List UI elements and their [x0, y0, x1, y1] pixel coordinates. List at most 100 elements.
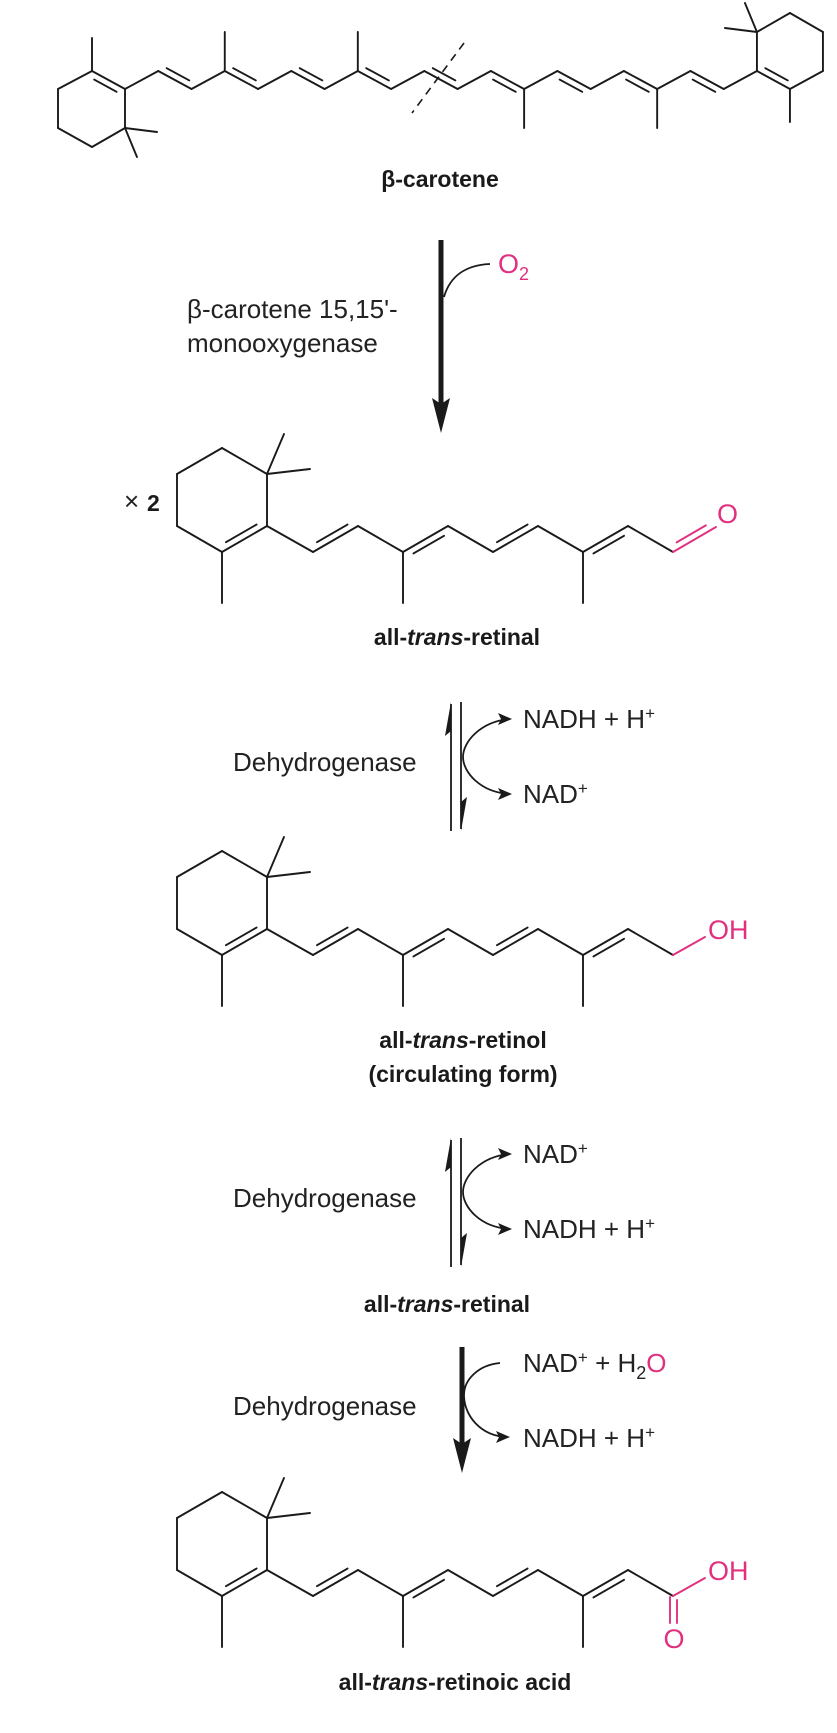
retinol-structure — [176, 836, 706, 1007]
half-arrowhead-icon — [445, 702, 451, 736]
ring-bond — [755, 12, 791, 33]
double-bond-line — [298, 67, 324, 82]
retinol-hydroxyl-atom: OH — [708, 915, 749, 945]
retinol-label-line2: (circulating form) — [368, 1061, 557, 1087]
cosubstrates: NAD+ + H2O — [523, 1348, 667, 1383]
chain-bond — [423, 70, 459, 90]
chain-bond — [582, 1569, 629, 1597]
double-bond-line — [592, 1578, 626, 1599]
chain-bond — [622, 70, 659, 90]
arrowhead-icon — [498, 713, 512, 725]
chain-bond — [627, 525, 674, 553]
ring-bond — [755, 70, 791, 90]
ring-bond — [57, 127, 93, 148]
chain-bond — [312, 525, 359, 553]
double-bond-line — [365, 67, 390, 82]
ring-bond — [176, 1491, 223, 1519]
chain-bond — [627, 1569, 674, 1597]
chain-bond — [357, 1569, 404, 1597]
arrowhead-icon — [498, 1148, 512, 1160]
methyl-bond — [124, 127, 158, 133]
chain-bond — [492, 1569, 539, 1597]
chain-bond — [492, 928, 539, 956]
ring-bond — [221, 447, 268, 475]
methyl-bond — [266, 468, 311, 475]
chain-bond — [523, 70, 559, 90]
ring-bond — [176, 1569, 223, 1597]
ring-bond — [176, 928, 223, 956]
cleavage-dashed-line — [411, 42, 465, 114]
double-bond-line — [315, 523, 349, 544]
double-bond-line — [431, 67, 457, 82]
arrowhead-icon — [432, 398, 450, 433]
double-bond-line — [691, 78, 717, 93]
step-1-cleavage: O2 β-carotene 15,15'- monooxygenase — [187, 240, 529, 433]
double-bond-line — [592, 534, 626, 555]
double-bond-line — [764, 67, 789, 82]
enzyme-label: Dehydrogenase — [233, 747, 417, 777]
arrowhead-icon — [498, 1223, 512, 1235]
step-2-equilibrium: Dehydrogenase NADH + H+ NAD+ — [233, 702, 655, 831]
cofactor-curved-arrow — [463, 1362, 508, 1438]
hydroxyl-bond — [672, 1577, 706, 1597]
chain-bond — [402, 928, 449, 956]
methyl-bond — [124, 127, 138, 158]
chain-bond — [582, 928, 629, 956]
step-4-oxidation: Dehydrogenase NAD+ + H2O NADH + H+ — [233, 1347, 667, 1473]
double-bond-line — [315, 926, 349, 947]
retinal-oxygen-atom: O — [717, 499, 738, 529]
chain-bond — [456, 70, 492, 90]
double-bond-line — [495, 1567, 529, 1588]
multiplier-label: × 2 — [124, 486, 160, 516]
cofactor-curved-arrow — [462, 718, 510, 795]
cofactor-top: NAD+ — [523, 1139, 588, 1169]
ring-bond — [788, 70, 824, 90]
methyl-bond — [266, 836, 285, 878]
double-bond-line — [592, 937, 626, 958]
ring-bond — [91, 127, 126, 148]
chain-bond — [290, 70, 326, 90]
chain-bond — [447, 525, 494, 553]
methyl-bond — [266, 1512, 311, 1519]
chain-bond — [266, 525, 314, 553]
chain-bond — [357, 928, 404, 956]
chain-bond — [266, 1569, 314, 1597]
ring-bond — [221, 850, 268, 878]
half-arrowhead-icon — [445, 1138, 451, 1172]
double-bond-line — [492, 78, 517, 93]
double-bond-line — [558, 78, 584, 93]
acid-carbonyl-oxygen: O — [663, 1624, 684, 1654]
double-bond-line — [625, 78, 650, 93]
chain-bond — [722, 70, 758, 90]
ring-bond — [176, 447, 223, 475]
double-bond-line — [495, 523, 529, 544]
chain-bond — [656, 70, 692, 90]
double-bond-line — [224, 1567, 258, 1588]
ring-bond — [221, 525, 268, 553]
double-bond-line — [224, 523, 258, 544]
chain-bond — [447, 928, 494, 956]
multiplier-sign: × — [124, 486, 139, 516]
ring-bond — [221, 1491, 268, 1519]
enzyme-label: Dehydrogenase — [233, 1391, 417, 1421]
cofactor-top: NADH + H+ — [523, 704, 655, 734]
enzyme-label: Dehydrogenase — [233, 1183, 417, 1213]
cofactor-curved-arrow — [462, 1153, 510, 1230]
chain-bond — [356, 70, 393, 90]
ring-bond — [91, 70, 126, 90]
methyl-bond — [266, 433, 285, 475]
acid-hydroxyl-atom: OH — [708, 1556, 749, 1586]
chain-bond — [589, 70, 625, 90]
hydroxyl-bond — [672, 936, 706, 956]
chain-bond — [323, 70, 359, 90]
double-bond-line — [165, 67, 191, 82]
retinal-2-label: all-trans-retinal — [364, 1291, 530, 1317]
double-bond-line — [232, 67, 257, 82]
multiplier-value: 2 — [147, 490, 160, 516]
chain-bond — [257, 70, 293, 90]
enzyme-label-line1: β-carotene 15,15'- — [187, 294, 398, 324]
double-bond-line — [412, 1578, 446, 1599]
chain-bond — [489, 70, 526, 90]
ring-bond — [221, 1569, 268, 1597]
